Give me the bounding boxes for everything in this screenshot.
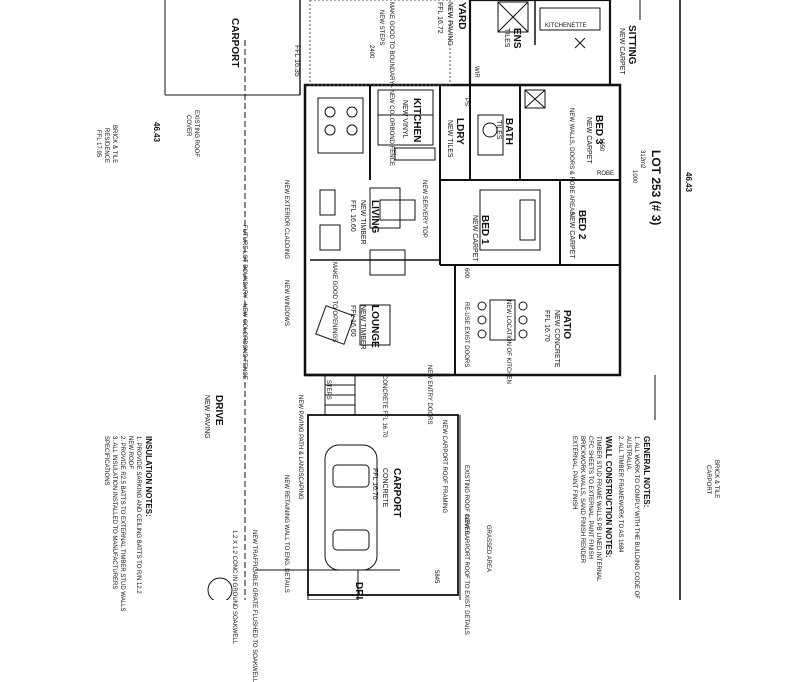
wall-notes-4: EXTERNAL, PAINT FINISH xyxy=(571,436,577,510)
dim-1050: 1050 xyxy=(598,138,604,152)
kitchen-label: KITCHEN xyxy=(411,98,422,143)
bed2-label: BED 2 xyxy=(576,210,587,240)
bath-label: BATH xyxy=(503,118,514,146)
insulation-notes-1: 1. PROVIDE SARKING AND CEILING BATTS TO … xyxy=(135,436,141,594)
residence-left: RESIDENCE xyxy=(103,128,109,164)
patio-sub: NEW CONCRETE xyxy=(553,310,560,368)
dim-1000: 1000 xyxy=(631,170,637,184)
dim-46-43-left: 46.43 xyxy=(152,122,161,143)
ffl-16-35: FFL 16.35 xyxy=(293,45,300,77)
living-sub: NEW TIMBER xyxy=(359,200,366,245)
wall-notes-3: BRICKWORK WALLS, SAND FINISH RENDER xyxy=(579,436,585,564)
brick-tile-left: BRICK & TILE xyxy=(111,125,117,164)
bed1-sub: NEW CARPET xyxy=(471,215,478,262)
dim-2400: 2400 xyxy=(368,45,374,59)
insulation-notes-4: 3. ALL INSULATION INSTALLED TO MANUFACTU… xyxy=(111,436,117,590)
robe-label: ROBE xyxy=(597,171,615,177)
sitting-sub: NEW CARPET xyxy=(618,28,625,75)
yard-ffl: FFL 16.72 xyxy=(436,2,443,34)
new-entry: NEW ENTRY DOORS xyxy=(426,365,432,425)
existing-roof: EXISTING ROOF xyxy=(193,110,199,158)
dri-label: DRI xyxy=(353,582,364,600)
bath-sub: TILES xyxy=(495,120,502,140)
new-exterior-cladding: NEW EXTERIOR CLADDING xyxy=(283,180,289,260)
insulation-notes-2: NEW ROOF xyxy=(127,436,133,469)
new-trafficable: NEW TRAFFICABLE GRATE FLUSHED TO SOAKWEL… xyxy=(251,530,257,682)
ps-label: PS xyxy=(463,98,469,107)
living-ffl: FFL 16.60 xyxy=(349,200,356,232)
wir-label: WIR xyxy=(473,66,479,78)
grassed-area: GRASSED AREA xyxy=(485,525,491,573)
carport-right: CARPORT xyxy=(705,465,711,495)
carport-ffl: FFL 16.70 xyxy=(371,468,378,500)
wall-notes-title: WALL CONSTRUCTION NOTES: xyxy=(604,436,613,558)
new-carport-roof-top: NEW CARPORT ROOF FRAMING xyxy=(441,420,447,514)
patio-ffl: FFL 16.70 xyxy=(543,310,550,342)
brick-tile-right: BRICK & TILE xyxy=(713,460,719,499)
new-location-kitchen: NEW LOCATION OF KITCHEN xyxy=(505,300,511,384)
concrete-ffl: CONCRETE FFL 16.70 xyxy=(381,375,387,438)
lounge-sub: NEW TIMBER xyxy=(359,305,366,350)
floor-plan-drawing xyxy=(164,0,681,600)
lot-label: LOT 253 (# 3) xyxy=(649,150,663,226)
lounge-ffl: FFL 16.60 xyxy=(349,305,356,337)
kitchenette-label: KITCHENETTE xyxy=(545,23,587,29)
carport-top-label: CARPORT xyxy=(229,18,240,68)
bed2-sub: NEW CARPET xyxy=(568,212,575,259)
make-good: MAKE GOOD TO OPENINGS xyxy=(331,262,337,343)
ens-label: ENS xyxy=(511,28,522,49)
ldry-sub: NEW TILES xyxy=(446,120,453,158)
ldry-label: LDRY xyxy=(454,118,465,145)
bed3-note: NEW WALLS, DOORS & ROBE AREAS xyxy=(568,108,574,216)
living-label: LIVING xyxy=(369,200,380,234)
make-good-boundary: MAKE GOOD TO BOUNDARY - NEW COLORBOND FE… xyxy=(388,2,394,166)
existing-roof-cover: COVER xyxy=(185,115,191,137)
general-notes-title: GENERAL NOTES: xyxy=(642,436,651,508)
new-retaining: NEW RETAINING WALL TO ENG. DETAILS xyxy=(283,475,289,593)
lounge-label: LOUNGE xyxy=(369,305,380,348)
servery-label: NEW SERVERY TOP xyxy=(421,180,427,238)
new-paving-landscaping: NEW PAVING PATH & LANDSCAPING xyxy=(297,395,303,500)
ffl-17-95: FFL 17.95 xyxy=(95,130,101,158)
wall-notes-2: CFC SHEETS TO EXTERNAL, PAINT FINISH xyxy=(587,436,593,559)
new-steps: NEW STEPS xyxy=(378,10,384,46)
bed3-sub: NEW CARPET xyxy=(585,117,592,164)
relocate-doors: RE-USE EXIST DOORS xyxy=(463,302,469,368)
new-carport-roof: NEW CARPORT ROOF TO EXIST. DETAILS xyxy=(463,515,469,635)
insulation-notes-3: 2. PROVIDE R2.5 BATTS TO EXTERNAL TIMBER… xyxy=(119,436,125,612)
general-notes-2: AUSTRALIA. xyxy=(625,436,631,472)
wall-notes-1: TIMBER STUD FRAME WALLS PB LINED INTERNA… xyxy=(595,436,601,582)
sitting-label: SITTING xyxy=(626,25,637,65)
steps-label: STEPS xyxy=(325,380,331,400)
general-notes-1: 1. ALL WORK TO COMPLY WITH THE BUILDING … xyxy=(633,436,639,599)
yard-label: YARD xyxy=(456,2,467,30)
dim-46-43-right: 46.43 xyxy=(684,172,693,193)
general-notes-3: 2. ALL TIMBER FRAMEWORK TO AS 1684 xyxy=(617,436,623,553)
insulation-notes-5: SPECIFICATIONS xyxy=(103,436,109,486)
bed1-label: BED 1 xyxy=(479,215,490,245)
dim-600: 600 xyxy=(463,268,469,279)
new-windows: NEW WINDOWS xyxy=(283,280,289,326)
yard-sub: NEW PAVING xyxy=(446,2,453,46)
drive-label: DRIVE xyxy=(213,395,224,426)
carport-sub: CONCRETE xyxy=(381,468,388,508)
kitchen-sub: NEW VINYL xyxy=(401,100,408,139)
area-label: 312m2 xyxy=(639,150,645,169)
future-lot: FUTURE LOT BOUNDARY - NEW COLORBOND FENC… xyxy=(241,225,247,380)
patio-label: PATIO xyxy=(561,310,572,340)
insulation-notes-title: INSULATION NOTES: xyxy=(144,436,153,517)
carport-label: CARPORT xyxy=(391,468,402,518)
drive-sub: NEW PAVING xyxy=(203,395,210,439)
soakwell: 1.2 X 1.2 CONC IN GROUND SOAKWELL xyxy=(231,530,237,645)
dim-5845: 5845 xyxy=(433,570,439,584)
ens-sub: TILES xyxy=(503,28,510,48)
